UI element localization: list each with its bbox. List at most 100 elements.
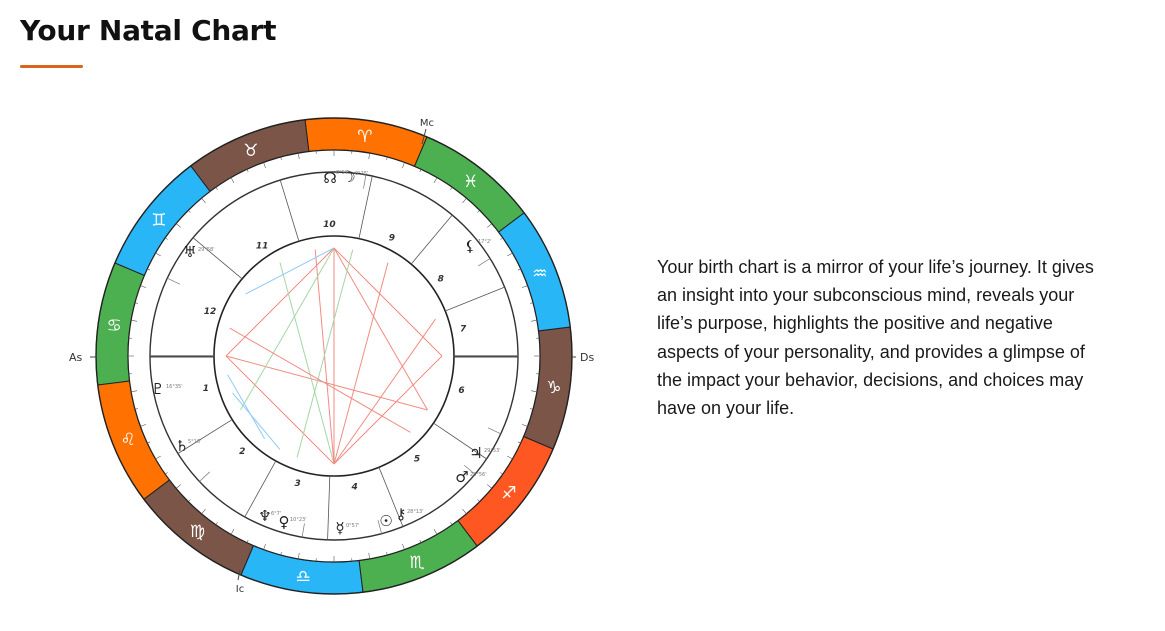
degree-tick — [477, 210, 480, 213]
degree-tick — [297, 552, 300, 559]
degree-tick — [530, 302, 534, 304]
planet-degree-venus: 10°23' — [290, 517, 307, 523]
aspect-line-2 — [333, 355, 443, 465]
aspect-line-7 — [333, 262, 389, 465]
house-number-11: 11 — [256, 241, 269, 251]
planet-glyph-chiron: ⚷ — [396, 505, 407, 523]
house-cusp-12 — [192, 237, 243, 280]
house-number-2: 2 — [239, 447, 245, 457]
house-cusp-3 — [244, 460, 277, 518]
degree-tick — [134, 302, 138, 304]
degree-tick — [500, 237, 503, 240]
degree-tick — [176, 223, 181, 228]
planet-degree-north-node: 0°57' — [336, 170, 349, 176]
axis-label-as: As — [69, 351, 83, 364]
degree-tick — [517, 441, 521, 444]
degree-tick — [201, 198, 206, 203]
house-cusp-4 — [327, 475, 331, 540]
degree-tick — [215, 187, 218, 190]
planet-pointer-5 — [199, 471, 210, 482]
aspect-line-17 — [232, 392, 281, 450]
sign-glyph-gemini: ♊ — [151, 210, 166, 230]
house-number-9: 9 — [389, 233, 395, 243]
house-cusp-6 — [433, 422, 487, 460]
degree-tick — [521, 424, 528, 427]
chart-lines-layer — [150, 174, 518, 540]
degree-tick — [155, 252, 161, 257]
house-number-5: 5 — [414, 455, 420, 465]
sign-glyph-sagittarius: ♐ — [501, 484, 516, 504]
degree-tick — [188, 499, 191, 502]
planet-glyph-north-node: ☊ — [323, 169, 336, 187]
planet-pointer-2 — [477, 258, 491, 267]
sign-glyph-libra: ♎ — [295, 567, 310, 587]
degree-tick — [131, 390, 138, 393]
aspect-line-16 — [227, 374, 266, 439]
house-number-10: 10 — [323, 220, 336, 230]
house-number-7: 7 — [460, 325, 467, 335]
outer-circle — [95, 117, 573, 595]
degree-tick — [521, 285, 528, 288]
planet-glyph-jupiter: ♃ — [469, 444, 482, 462]
degree-tick — [530, 408, 534, 410]
degree-tick — [165, 237, 168, 240]
planet-glyph-moon: ☽ — [342, 168, 355, 186]
degree-tick — [419, 169, 422, 173]
degree-tick — [215, 522, 218, 525]
house-number-12: 12 — [204, 307, 217, 317]
degree-tick — [280, 156, 282, 160]
planet-degree-saturn: 5°16' — [188, 439, 201, 445]
degree-tick — [246, 169, 249, 173]
degree-tick — [131, 319, 138, 322]
house-number-6: 6 — [458, 386, 464, 396]
sign-glyph-taurus: ♉ — [243, 141, 258, 161]
planet-glyph-uranus: ♅ — [183, 243, 196, 261]
aspect-line-10 — [314, 249, 335, 465]
aspect-line-3 — [333, 247, 443, 357]
ic-axis-line — [237, 569, 241, 581]
degree-tick — [477, 499, 480, 502]
title-underline — [20, 65, 83, 68]
degree-tick — [462, 198, 467, 203]
degree-tick — [297, 153, 300, 160]
degree-tick — [368, 153, 371, 160]
sign-glyph-leo: ♌ — [121, 430, 136, 450]
house-number-3: 3 — [294, 479, 300, 489]
planet-pointer-6 — [167, 277, 181, 285]
planet-glyph-mercury: ☿ — [335, 519, 344, 537]
aspect-line-5 — [225, 355, 335, 465]
degree-tick — [246, 539, 249, 543]
degree-tick — [386, 156, 388, 160]
axis-label-ds: Ds — [580, 351, 594, 364]
aspect-line-8 — [333, 318, 436, 465]
sign-glyph-pisces: ♓ — [463, 172, 478, 192]
degree-tick — [134, 408, 138, 410]
degree-tick — [530, 390, 537, 393]
aspect-line-15 — [229, 327, 411, 433]
degree-tick — [140, 285, 147, 288]
degree-tick — [433, 177, 438, 183]
planet-glyph-sun: ☉ — [379, 512, 392, 530]
planet-glyph-mars: ♂ — [455, 468, 468, 486]
house-cusp-2 — [177, 419, 233, 454]
degree-tick — [517, 268, 521, 271]
planet-glyph-lilith: ⚸ — [465, 237, 476, 255]
degree-tick — [280, 552, 282, 556]
house-number-1: 1 — [203, 384, 209, 394]
sign-glyph-aries: ♈ — [357, 127, 372, 147]
house-number-8: 8 — [438, 274, 444, 284]
degree-tick — [201, 509, 206, 514]
house-cusp-9 — [410, 214, 453, 265]
degree-tick — [176, 484, 181, 489]
sign-glyph-cancer: ♋ — [107, 316, 122, 336]
degree-tick — [263, 162, 266, 169]
house-cusp-11 — [279, 179, 300, 242]
planets-layer: ☊0°57'☽0°25'⚸17°2'♅29°58'♇16°35'♄5°16'♆6… — [151, 168, 500, 537]
aspect-line-11 — [240, 247, 335, 411]
house-number-4: 4 — [351, 482, 358, 492]
degree-tick — [386, 552, 388, 556]
planet-glyph-neptune: ♆ — [258, 507, 271, 525]
planet-degree-neptune: 6°7' — [271, 511, 281, 517]
